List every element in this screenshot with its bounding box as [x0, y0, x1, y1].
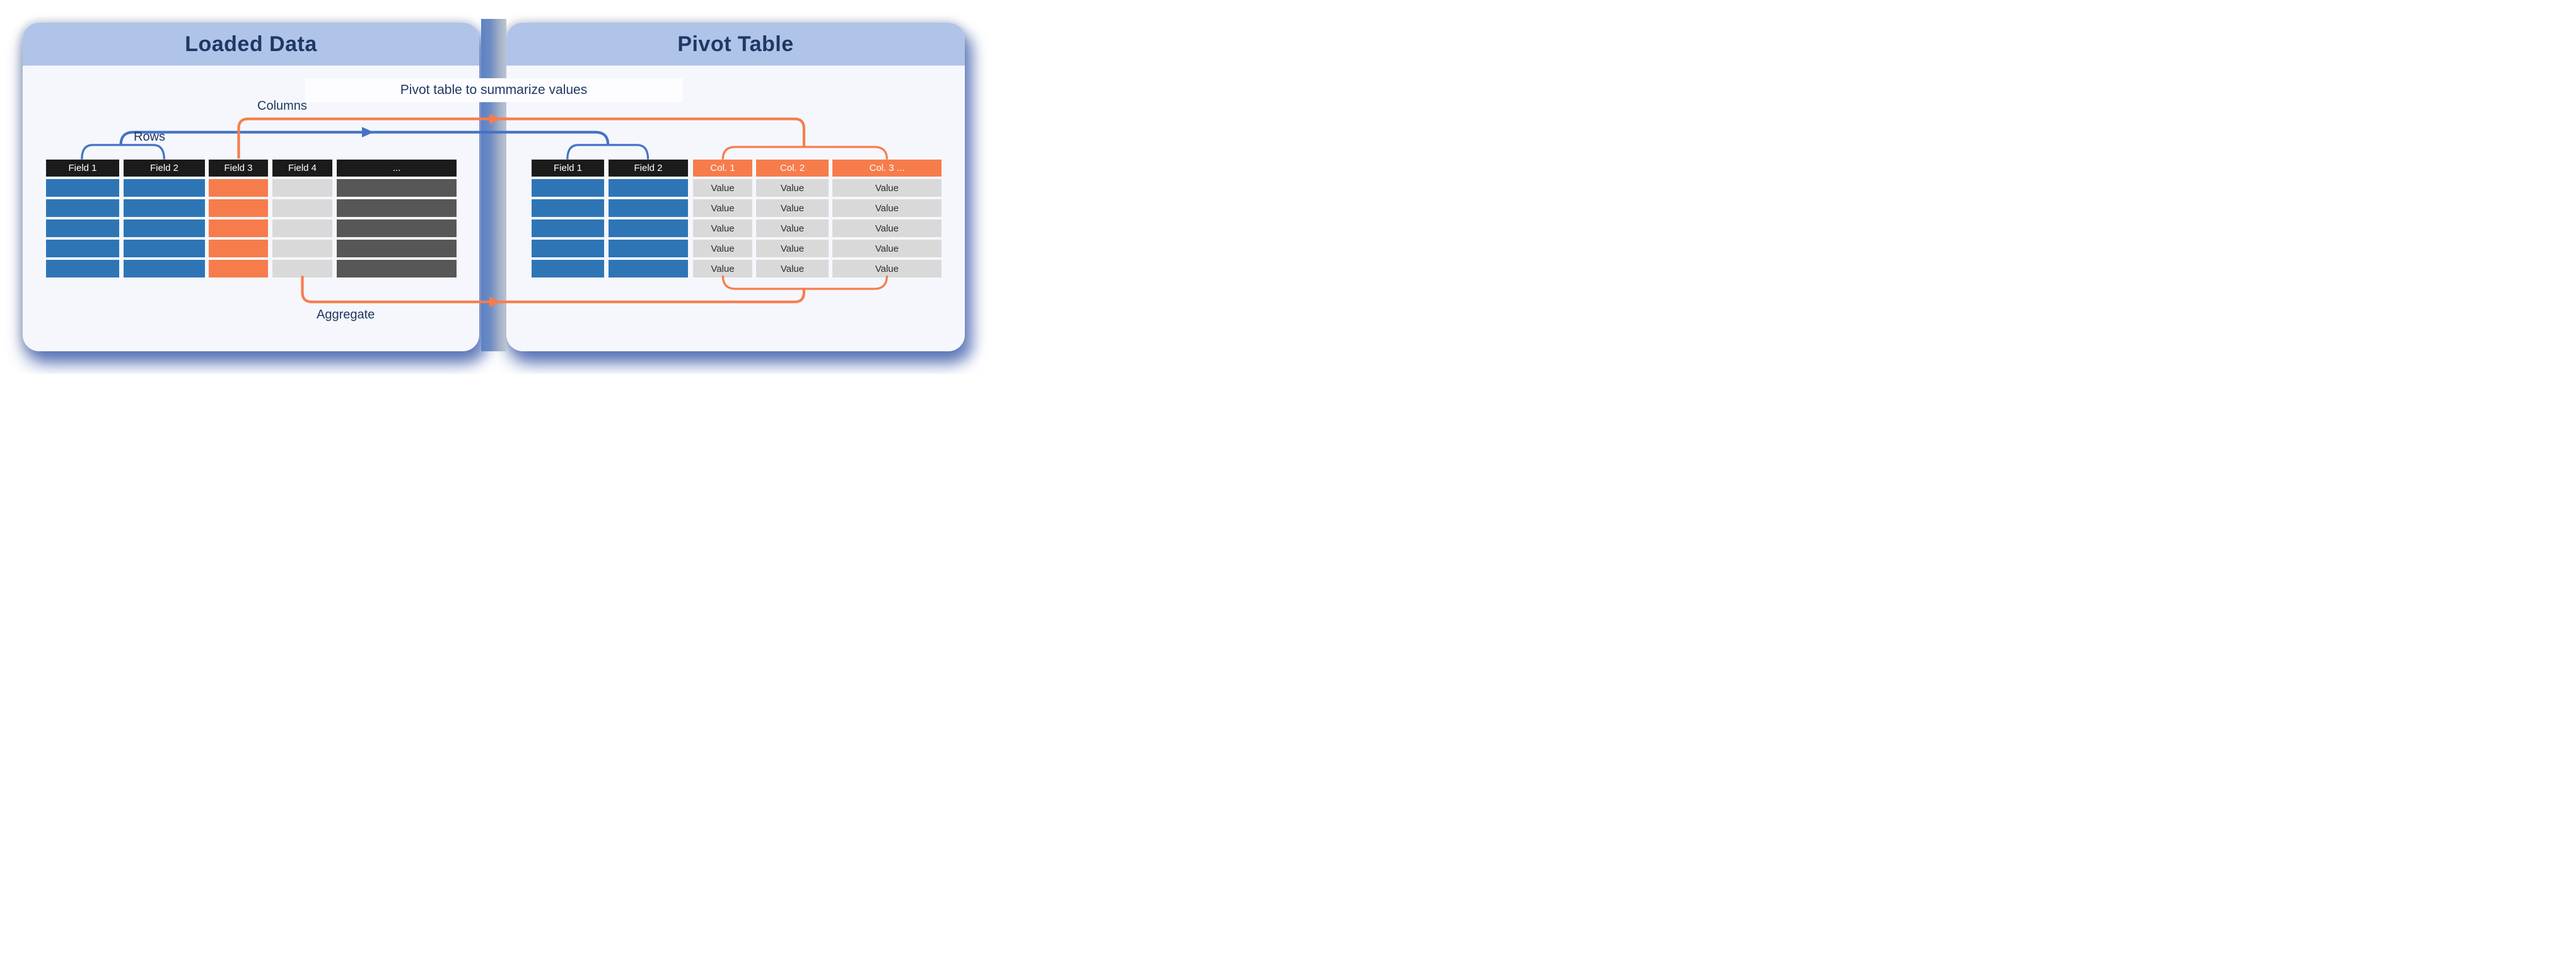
data-cell [46, 199, 119, 217]
value-cell: Value [693, 260, 752, 277]
table-column: Field 3 [209, 160, 268, 277]
value-cell: Value [756, 219, 829, 237]
data-cell [532, 179, 604, 197]
header-cell: Field 3 [209, 160, 268, 177]
data-cell [124, 199, 205, 217]
panel-seam-glow [481, 19, 506, 351]
value-cell: Value [756, 240, 829, 257]
data-cell [209, 240, 268, 257]
table-column: Field 1 [46, 160, 119, 277]
header-cell: Col. 2 [756, 160, 829, 177]
pivot-diagram-canvas: Loaded Data Pivot Table Pivot table to s… [0, 0, 989, 374]
value-cell: Value [693, 199, 752, 217]
value-cell: Value [693, 240, 752, 257]
data-cell [209, 179, 268, 197]
header-cell: ... [337, 160, 457, 177]
header-cell: Field 1 [46, 160, 119, 177]
value-cell: Value [756, 199, 829, 217]
loaded-data-panel-header: Loaded Data [23, 23, 479, 66]
data-cell [272, 199, 332, 217]
data-cell [272, 219, 332, 237]
data-cell [124, 260, 205, 277]
aggregate-label: Aggregate [317, 308, 375, 322]
data-cell [609, 240, 688, 257]
pivot-table-panel-header: Pivot Table [506, 23, 965, 66]
banner-text: Pivot table to summarize values [400, 83, 588, 97]
value-cell: Value [832, 260, 941, 277]
data-cell [209, 260, 268, 277]
columns-label: Columns [257, 99, 307, 113]
data-cell [532, 260, 604, 277]
header-cell: Field 1 [532, 160, 604, 177]
data-cell [337, 179, 457, 197]
header-cell: Col. 3 ... [832, 160, 941, 177]
table-column: Field 2 [124, 160, 205, 277]
data-cell [209, 219, 268, 237]
data-cell [272, 260, 332, 277]
value-cell: Value [832, 219, 941, 237]
data-cell [209, 199, 268, 217]
data-cell [532, 240, 604, 257]
data-cell [46, 260, 119, 277]
data-cell [337, 219, 457, 237]
table-column: Field 2 [609, 160, 688, 277]
data-cell [609, 260, 688, 277]
header-cell: Col. 1 [693, 160, 752, 177]
data-cell [532, 219, 604, 237]
data-cell [46, 240, 119, 257]
data-cell [46, 179, 119, 197]
data-cell [46, 219, 119, 237]
value-cell: Value [832, 179, 941, 197]
data-cell [337, 260, 457, 277]
value-cell: Value [756, 179, 829, 197]
table-column: Field 4 [272, 160, 332, 277]
header-cell: Field 4 [272, 160, 332, 177]
data-cell [124, 179, 205, 197]
value-cell: Value [693, 219, 752, 237]
value-cell: Value [693, 179, 752, 197]
data-cell [124, 240, 205, 257]
rows-label: Rows [134, 130, 166, 144]
banner-strip: Pivot table to summarize values [305, 78, 682, 102]
data-cell [272, 240, 332, 257]
data-cell [272, 179, 332, 197]
value-cell: Value [756, 260, 829, 277]
data-cell [609, 199, 688, 217]
data-cell [532, 199, 604, 217]
loaded-data-title: Loaded Data [185, 32, 317, 56]
data-cell [609, 179, 688, 197]
value-cell: Value [832, 199, 941, 217]
data-cell [609, 219, 688, 237]
data-cell [337, 199, 457, 217]
pivot-table-title: Pivot Table [677, 32, 794, 56]
header-cell: Field 2 [609, 160, 688, 177]
table-column: Field 1 [532, 160, 604, 277]
data-cell [337, 240, 457, 257]
value-cell: Value [832, 240, 941, 257]
header-cell: Field 2 [124, 160, 205, 177]
table-column: ... [337, 160, 457, 277]
data-cell [124, 219, 205, 237]
